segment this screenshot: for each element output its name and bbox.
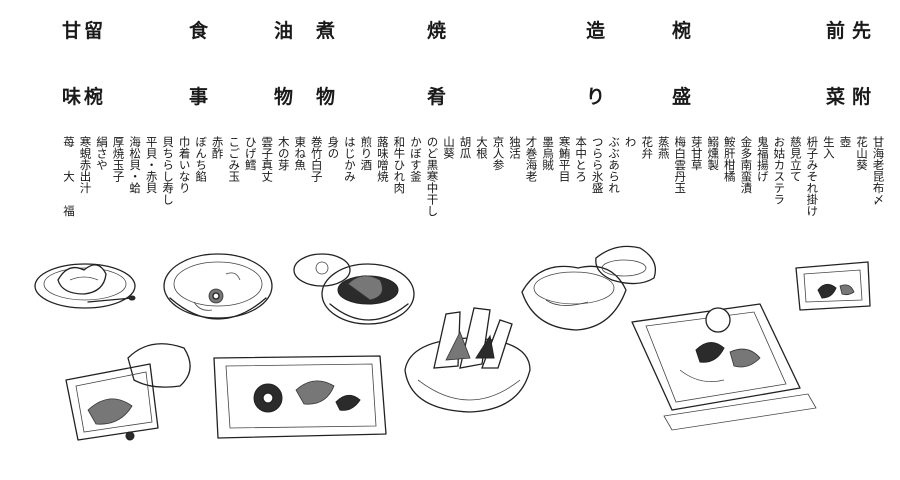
clam-soup-bowl-drawing (163, 253, 273, 320)
heading-top-6: 焼 (427, 20, 448, 42)
sashimi-bowl-with-lid-drawing (521, 245, 657, 331)
patterned-rect-plate-drawing (213, 355, 387, 439)
dish-column: ぶぶあられ (607, 136, 622, 194)
heading-top-1: 甘 (62, 20, 83, 42)
strawberry-daifuku-plate-drawing (34, 263, 136, 309)
dish-column: 海松貝・蛤 (128, 136, 143, 194)
lidded-pot-drawing (293, 253, 415, 325)
dish-column: つらら氷盛 (590, 136, 605, 194)
dish-column: 生入 (821, 136, 836, 159)
dish-column: 慈見立て (788, 136, 803, 182)
square-plate-drawing (631, 303, 801, 411)
dish-column: ぼんち餡 (194, 136, 209, 182)
dish-column: 花山葵 (854, 136, 869, 171)
dish-illustrations (34, 245, 871, 441)
dish-column: 平貝・赤貝 (144, 136, 159, 194)
dish-column: 才巻海老 (524, 136, 539, 182)
heading-bottom-9: 菜 (826, 86, 847, 108)
dish-column: 貝ちらし寿し (161, 136, 176, 205)
dish-column: 壺 (838, 136, 853, 148)
dish-column: 独活 (508, 136, 523, 159)
dish-column: 厚焼玉子 (111, 136, 126, 182)
dish-column: 鰯燻製 (706, 136, 721, 171)
dish-column: わ (623, 136, 638, 148)
heading-top-4: 油 (274, 20, 295, 42)
dish-column: 煎り酒 (359, 136, 374, 171)
grilled-wrapped-plate-drawing (404, 307, 531, 413)
dish-column: 和牛ひれ肉 (392, 136, 407, 194)
heading-top-9: 前 (826, 20, 847, 42)
dish-column: 枡子みそれ掛け (805, 136, 820, 217)
heading-top-7: 造 (586, 20, 607, 42)
heading-bottom-10: 附 (852, 86, 873, 108)
dish-column: 山葵 (441, 136, 456, 159)
appetizer-glass-drawing (795, 261, 871, 311)
dish-column: 雲子真丈 (260, 136, 275, 182)
dish-column: 京人参 (491, 136, 506, 171)
dish-column: 巻竹白子 (309, 136, 324, 182)
dish-column: 巾着いなり (177, 136, 192, 194)
dish-column: 身の (326, 136, 341, 159)
dish-column: 金多南蛮漬 (739, 136, 754, 194)
dish-column: 蕗味噌焼 (375, 136, 390, 182)
heading-top-10: 先 (852, 20, 873, 42)
heading-bottom-2: 椀 (84, 86, 105, 108)
heading-bottom-3: 事 (189, 86, 210, 108)
dish-column: 墨烏賊 (541, 136, 556, 171)
dish-column: 本中とろ (574, 136, 589, 182)
dish-column: 木の芽 (276, 136, 291, 171)
dish-column: こごみ玉 (227, 136, 242, 182)
dish-column: 胡瓜 (458, 136, 473, 159)
dish-column: 寒鮪平目 (557, 136, 572, 182)
dish-column: 東ね魚 (293, 136, 308, 171)
heading-bottom-8: 盛 (672, 86, 693, 108)
dish-column: 赤酢 (210, 136, 225, 159)
dish-column: ひげ鱈 (243, 136, 258, 171)
heading-bottom-1: 味 (62, 86, 83, 108)
dish-column: 寒蜆赤出汁 (78, 136, 93, 194)
dish-column: 大根 (475, 136, 489, 159)
heading-top-3: 食 (189, 20, 210, 42)
dish-column: お姑カステラ (772, 136, 787, 205)
dish-column: かぼす釜 (408, 136, 423, 182)
dish-column: 花弁 (640, 136, 655, 159)
dish-column: 蒸燕 (656, 136, 671, 159)
heading-bottom-7: り (586, 86, 607, 108)
dish-column: 芽甘草 (689, 136, 704, 171)
dish-column: はじかみ (342, 136, 357, 182)
dish-column: 鬼福揚げ (755, 136, 770, 182)
basket-base-drawing (663, 393, 817, 431)
dish-column: 苺 大 福 (62, 136, 76, 217)
dish-column: 梅白雲丹玉 (673, 136, 688, 194)
heading-bottom-6: 肴 (427, 86, 448, 108)
heading-bottom-5: 物 (316, 86, 337, 108)
dish-column: 絹さや (95, 136, 110, 171)
heading-top-8: 椀 (672, 20, 693, 42)
dish-column: 鮟肝柑橘 (722, 136, 737, 182)
heading-bottom-4: 物 (274, 86, 295, 108)
dish-column: 甘海老昆布〆 (871, 136, 886, 205)
heading-top-5: 煮 (316, 20, 337, 42)
heading-top-2: 留 (84, 20, 105, 42)
dish-column: のど黒寒中干し (425, 136, 440, 217)
lidded-box-drawing (65, 343, 191, 441)
